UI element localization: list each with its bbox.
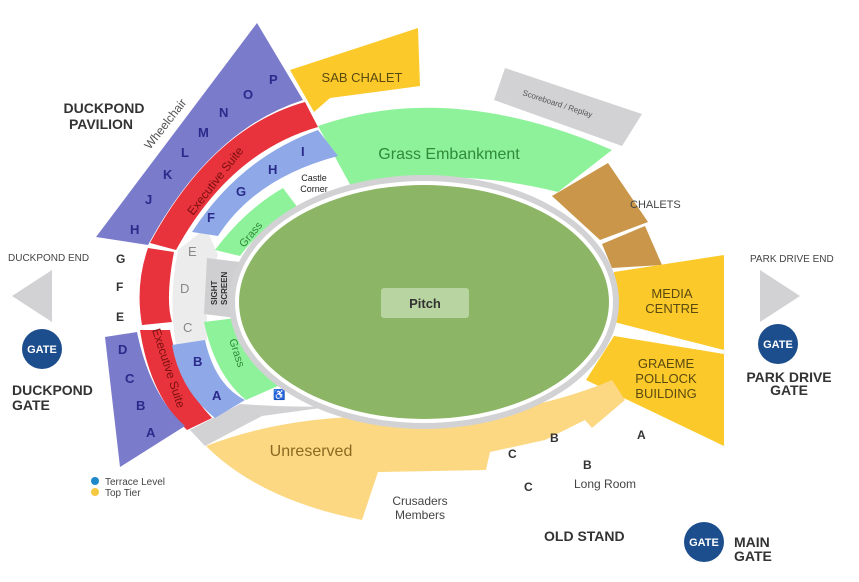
media-centre-section[interactable]: MEDIA CENTRE: [614, 255, 724, 350]
wheelchair-access-icon: ♿: [273, 388, 285, 401]
row-label: K: [163, 167, 173, 182]
duckpond-pavilion-label: PAVILION: [69, 116, 133, 132]
row-label: J: [145, 192, 152, 207]
row-label: B: [136, 398, 145, 413]
park-drive-end-label: PARK DRIVE END: [750, 254, 834, 265]
row-label: E: [116, 310, 124, 324]
legend-top-tier-icon: [91, 488, 99, 496]
duckpond-gate-label: DUCKPOND: [12, 382, 93, 398]
chalets-section[interactable]: CHALETS: [552, 163, 681, 268]
inner-gray-rows: E D C: [180, 244, 197, 335]
inner-terrace-c-e[interactable]: [172, 228, 218, 345]
row-label: P: [269, 72, 278, 87]
row-label: E: [188, 244, 197, 259]
park-drive-gate-label: GATE: [770, 382, 808, 398]
row-label: F: [116, 280, 123, 294]
row-label: C: [508, 447, 517, 461]
row-label: G: [116, 252, 125, 266]
row-label: N: [219, 105, 228, 120]
chalets-label: CHALETS: [630, 199, 681, 211]
legend-terrace-icon: [91, 477, 99, 485]
pavilion-upper-section[interactable]: [96, 23, 303, 245]
row-label: B: [583, 458, 592, 472]
old-stand-label: OLD STAND: [544, 528, 625, 544]
graeme-pollock-label: POLLOCK: [635, 371, 697, 386]
gate-label: GATE: [763, 339, 793, 351]
gate-label: GATE: [689, 537, 719, 549]
terrace-upper-rows: F G H I: [207, 144, 305, 225]
row-label: H: [268, 162, 277, 177]
row-label: A: [212, 388, 222, 403]
duckpond-gate-button[interactable]: GATE: [22, 329, 62, 369]
row-label: C: [183, 320, 192, 335]
duckpond-end-label: DUCKPOND END: [8, 253, 89, 264]
row-label: I: [301, 144, 305, 159]
outer-left-rows: G F E: [116, 252, 125, 324]
executive-suite-lower[interactable]: Executive Suite: [139, 248, 212, 430]
row-label: A: [637, 428, 646, 442]
grass-embankment-label: Grass Embankment: [378, 146, 520, 163]
gate-label: GATE: [27, 344, 57, 356]
castle-corner-label: Castle: [301, 173, 327, 183]
long-room-label: Long Room: [574, 477, 636, 491]
main-gate-button[interactable]: GATE: [684, 522, 724, 562]
terrace-upper-section[interactable]: [192, 130, 338, 236]
sab-chalet-label: SAB CHALET: [322, 70, 403, 85]
park-drive-gate-button[interactable]: GATE: [758, 324, 798, 364]
row-label: D: [180, 281, 189, 296]
row-label: F: [207, 210, 215, 225]
unreserved-label: Unreserved: [270, 443, 353, 460]
crusaders-label: Crusaders: [392, 494, 447, 508]
row-label: A: [146, 425, 156, 440]
row-label: H: [130, 222, 139, 237]
graeme-pollock-label: BUILDING: [635, 386, 696, 401]
unreserved-section[interactable]: Unreserved: [206, 380, 625, 520]
castle-corner-label: Corner: [300, 184, 328, 194]
arrow-left-icon: [12, 270, 52, 322]
row-label: G: [236, 184, 246, 199]
row-label: M: [198, 125, 209, 140]
row-label: C: [524, 480, 533, 494]
crusaders-label: Members: [395, 508, 445, 522]
row-label: B: [193, 354, 202, 369]
pavilion-lower-section[interactable]: D C B A: [105, 332, 185, 467]
media-centre-label: CENTRE: [645, 301, 699, 316]
graeme-pollock-label: GRAEME: [638, 356, 695, 371]
pavilion-upper-rows: H J K L M N O P: [130, 72, 278, 237]
legend-label: Top Tier: [105, 488, 141, 499]
terrace-lower-rows: B A: [193, 354, 222, 403]
terrace-lower-section[interactable]: [172, 340, 245, 418]
row-label: O: [243, 87, 253, 102]
row-label: L: [181, 145, 189, 160]
media-centre-label: MEDIA: [651, 286, 693, 301]
row-label: D: [118, 342, 127, 357]
main-gate-label: MAIN: [734, 534, 770, 550]
park-drive-gate-label: PARK DRIVE: [746, 369, 831, 385]
row-label: C: [125, 371, 135, 386]
main-gate-label: GATE: [734, 548, 772, 564]
sab-chalet-section[interactable]: SAB CHALET: [290, 28, 420, 112]
sight-screen-label: SCREEN: [220, 271, 229, 305]
sight-screen-label: SIGHT: [210, 280, 219, 305]
grass-embankment-section[interactable]: Grass Embankment: [318, 107, 612, 192]
legend: Terrace Level Top Tier: [91, 477, 165, 499]
arrow-right-icon: [760, 270, 800, 322]
duckpond-gate-label: GATE: [12, 397, 50, 413]
pitch-label: Pitch: [409, 296, 441, 311]
walkway: [190, 404, 335, 446]
row-label: B: [550, 431, 559, 445]
legend-label: Terrace Level: [105, 477, 165, 488]
old-stand-rows: C B C B A: [508, 428, 646, 494]
duckpond-pavilion-label: DUCKPOND: [64, 100, 145, 116]
graeme-pollock-building-section[interactable]: GRAEME POLLOCK BUILDING: [586, 336, 724, 446]
pitch[interactable]: Pitch: [381, 288, 469, 318]
